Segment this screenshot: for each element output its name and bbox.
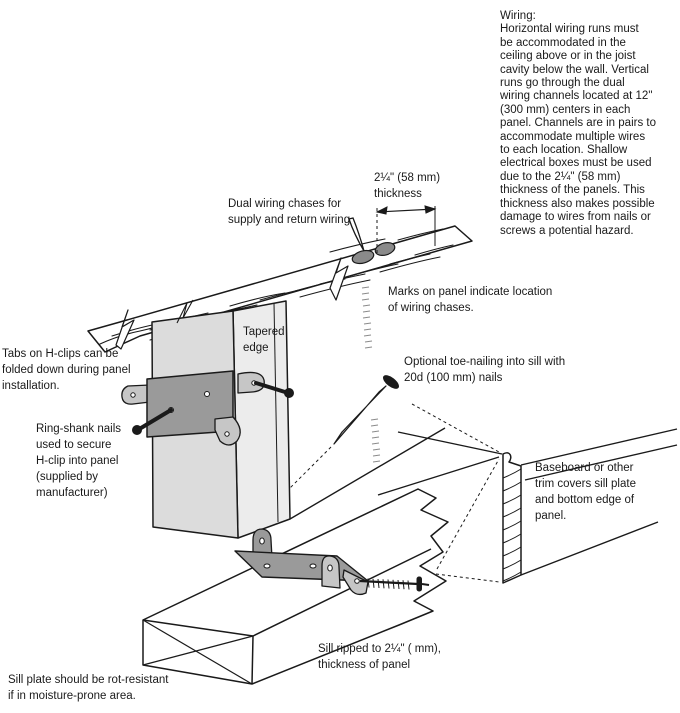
break-mark [329, 257, 349, 301]
sill-edge-line [524, 444, 678, 481]
wiring-note-line: electrical boxes must be used [500, 157, 652, 170]
tapered-edge-face [273, 302, 279, 523]
baseboard-label: Baseboard or other trim covers sill plat… [535, 462, 636, 522]
wiring-note-line: to each location. Shallow [500, 144, 628, 157]
sill-edge-line [377, 456, 500, 496]
leader-dashed [288, 446, 332, 490]
dimension-caption: thickness [374, 188, 422, 200]
nail-head [416, 576, 422, 592]
thickness-dimension [375, 205, 437, 254]
panel-location-mark [370, 418, 381, 463]
ring-shank-nails-label: Ring-shank nails used to secure H-clip i… [36, 423, 122, 499]
h-clip-panel [121, 370, 294, 446]
wiring-note-line: be accommodated in the [500, 36, 626, 49]
clip-hole [204, 391, 210, 397]
wiring-note-line: thickness also makes possible [500, 197, 655, 210]
tapered-edge-label: Tapered edge [243, 326, 285, 354]
wiring-note-line: screws a potential hazard. [500, 224, 634, 237]
dimension-arrowhead [424, 205, 437, 214]
clip-hole [224, 431, 230, 437]
panel-location-mark [361, 286, 373, 349]
marks-on-panel-label: Marks on panel indicate location of wiri… [388, 286, 553, 314]
wiring-note-line: runs go through the dual [500, 77, 625, 90]
sill-end-x [142, 619, 254, 685]
clip-tab-right [237, 371, 265, 394]
sill-beam [142, 488, 449, 685]
wiring-chase-hole [351, 249, 375, 265]
ring-shank-nail [254, 381, 294, 398]
wiring-note-line: due to the 2¼" (58 mm) [500, 170, 621, 183]
baseboard-profile-hatching [502, 468, 522, 582]
dimension-arrowhead [375, 206, 388, 215]
leader-dashed [436, 458, 500, 570]
baseboard-trim-detail [289, 403, 678, 584]
clip-tab-left [121, 384, 151, 405]
wiring-note-line: (300 mm) centers in each [500, 103, 631, 116]
wiring-note-line: Horizontal wiring runs must [500, 23, 639, 36]
clip-hole [327, 564, 333, 572]
dimension-value: 2¼" (58 mm) [374, 172, 441, 184]
panel-location-marks [361, 286, 381, 463]
leader-dashed [411, 403, 500, 453]
tabs-on-hclips-label: Tabs on H-clips can be folded down durin… [2, 348, 131, 392]
wiring-note-line: thickness of the panels. This [500, 184, 645, 197]
dual-wiring-chases-label: Dual wiring chases for supply and return… [228, 198, 351, 226]
clip-hole [309, 563, 317, 569]
nail-head [284, 388, 294, 398]
break-mark [115, 309, 135, 350]
h-clip-sill [234, 528, 430, 596]
clip-hole [259, 537, 265, 545]
wiring-chase-hole [374, 242, 396, 256]
thickness-dimension-label: 2¼" (58 mm) thickness [374, 170, 440, 202]
nail-head [383, 375, 399, 389]
toe-nail [288, 375, 399, 490]
clip-hole [263, 563, 271, 569]
sill-outline [142, 488, 449, 685]
leader-dashed [435, 573, 500, 583]
sill-ripped-label: Sill ripped to 2¼" ( mm), thickness of p… [318, 643, 441, 671]
wiring-note-line: wiring channels located at 12" [500, 90, 653, 103]
wall-edge-line [289, 427, 446, 520]
clip-hole [130, 392, 136, 398]
wiring-note-line: Wiring: [500, 10, 536, 22]
sill-bottom-line [520, 521, 659, 576]
clip-hole [354, 578, 360, 584]
wiring-note-line: damage to wires from nails or [500, 211, 651, 224]
wiring-chase-holes [351, 242, 396, 265]
wiring-note-line: accommodate multiple wires [500, 130, 646, 143]
chase-pointer-arrow [348, 217, 365, 252]
sill-plate-label: Sill plate should be rot-resistant if in… [8, 674, 169, 702]
break-mark [176, 299, 194, 324]
clip-tab-folded [214, 416, 241, 446]
wiring-note-line: cavity below the wall. Vertical [500, 63, 649, 76]
baseboard-trim [502, 452, 522, 584]
wall-edge-line [520, 428, 678, 466]
wiring-note-line: panel. Channels are in pairs to [500, 117, 656, 130]
clip-tab-up [321, 555, 341, 589]
wall-edge-line [397, 431, 503, 455]
wiring-note: Wiring: Horizontal wiring runs must be a… [500, 10, 656, 238]
wiring-note-line: ceiling above or in the joist [500, 50, 636, 63]
nail-shaft [333, 385, 387, 445]
ring-shank-nail [132, 408, 173, 435]
nail-head [132, 425, 142, 435]
toe-nailing-label: Optional toe-nailing into sill with 20d … [404, 356, 566, 384]
ring-shank-nail-sill [359, 576, 430, 592]
